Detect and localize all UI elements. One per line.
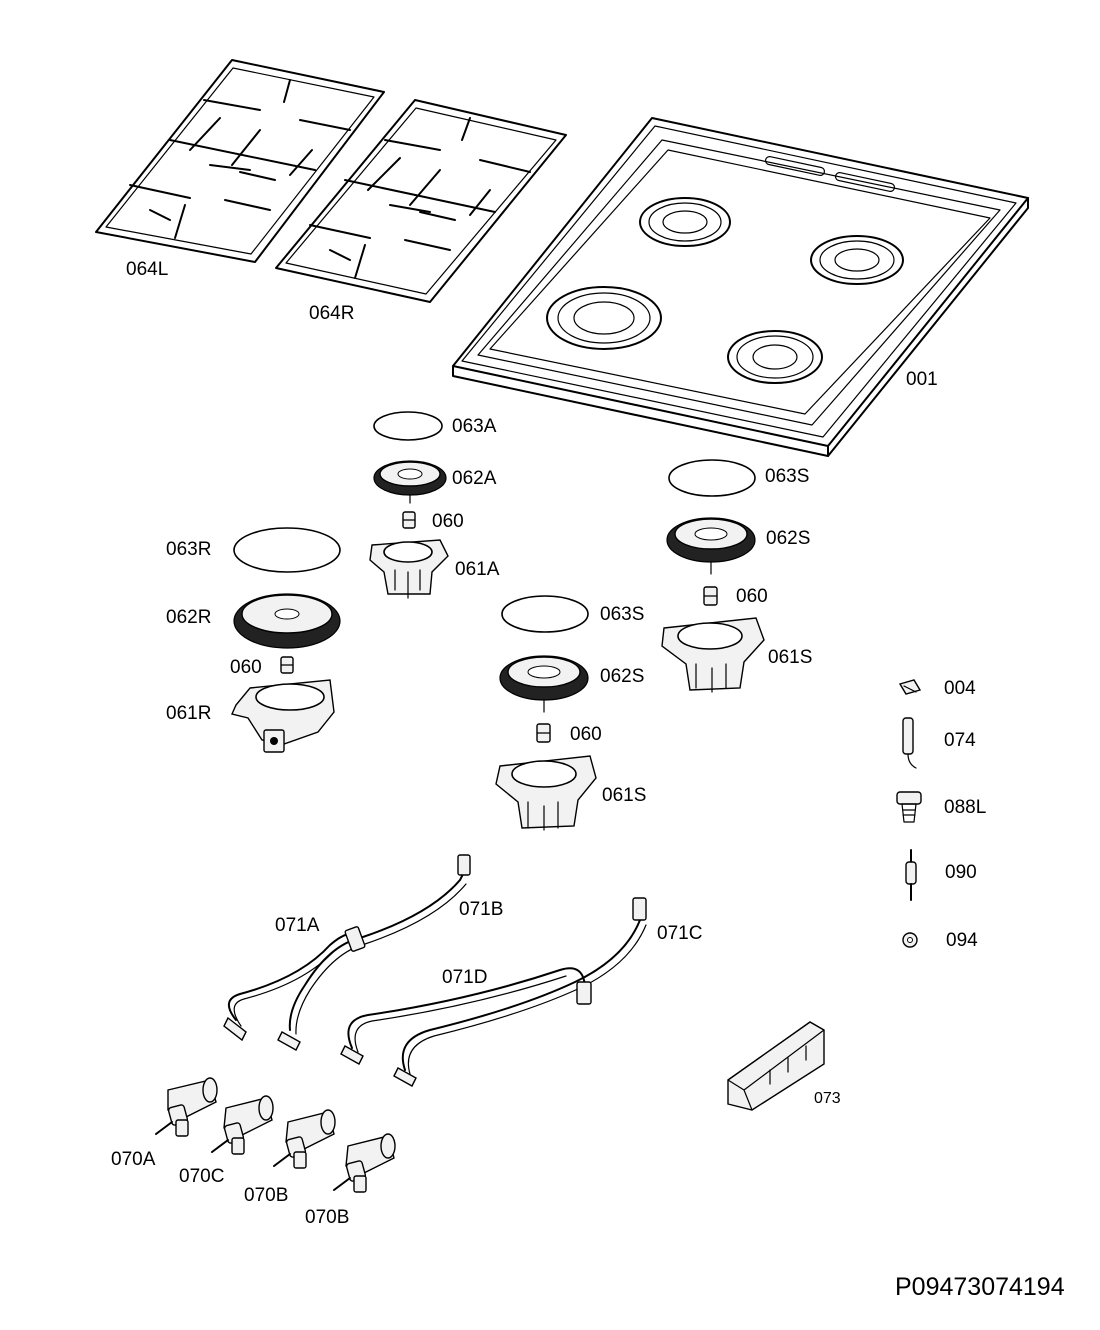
ignition-electrode-090 <box>905 849 917 901</box>
label-004: 004 <box>944 678 976 699</box>
label-073: 073 <box>814 1090 841 1107</box>
label-071B: 071B <box>459 899 504 920</box>
label-063R: 063R <box>166 539 212 560</box>
burner-base-061S-mid <box>495 755 597 831</box>
label-062S-top: 062S <box>766 528 811 549</box>
label-061R: 061R <box>166 703 212 724</box>
gas-tap-070A <box>155 1077 218 1137</box>
label-063S-mid: 063S <box>600 604 645 625</box>
drawing-code: P09473074194 <box>895 1273 1065 1301</box>
hob-top-001 <box>452 117 1029 457</box>
label-061A: 061A <box>455 559 500 580</box>
gas-pipe-071B <box>277 854 471 1051</box>
label-064R: 064R <box>309 303 355 324</box>
label-001: 001 <box>906 369 938 390</box>
label-074: 074 <box>944 730 976 751</box>
burner-cap-063S-top <box>668 459 756 497</box>
label-070B-2: 070B <box>305 1207 350 1228</box>
gas-tap-070C <box>211 1095 274 1155</box>
label-070C: 070C <box>179 1166 225 1187</box>
label-060-d: 060 <box>230 657 262 678</box>
injector-060-d <box>280 656 294 674</box>
label-061S-mid: 061S <box>602 785 647 806</box>
washer-094 <box>902 932 918 948</box>
gas-tap-070B-2 <box>333 1133 396 1193</box>
label-090: 090 <box>945 862 977 883</box>
burner-base-061S-right <box>661 617 765 693</box>
label-062S-mid: 062S <box>600 666 645 687</box>
label-063S-top: 063S <box>765 466 810 487</box>
thermocouple-074 <box>902 717 917 769</box>
injector-060-b <box>536 723 551 743</box>
label-063A: 063A <box>452 416 497 437</box>
ignition-generator-073 <box>727 1021 825 1111</box>
label-060-a: 060 <box>432 511 464 532</box>
label-070B-1: 070B <box>244 1185 289 1206</box>
gas-pipe-071D <box>340 967 592 1065</box>
gas-tap-070B-1 <box>273 1109 336 1169</box>
pan-support-064R <box>275 99 567 303</box>
injector-060-a <box>402 511 416 529</box>
label-060-b: 060 <box>570 724 602 745</box>
injector-060-c <box>703 586 718 606</box>
label-064L: 064L <box>126 259 169 280</box>
burner-crown-062S-top <box>666 517 756 575</box>
label-094: 094 <box>946 930 978 951</box>
label-060-c: 060 <box>736 586 768 607</box>
burner-crown-062R <box>233 593 341 649</box>
burner-cap-063R <box>233 527 341 573</box>
label-071D: 071D <box>442 967 488 988</box>
label-088L: 088L <box>944 797 987 818</box>
clip-004 <box>898 679 922 695</box>
gas-pipe-071A <box>223 933 356 1042</box>
screw-088L <box>896 791 922 823</box>
burner-cap-063S-mid <box>501 595 589 633</box>
burner-crown-062A <box>373 460 447 504</box>
label-062A: 062A <box>452 468 497 489</box>
burner-cap-063A <box>373 411 443 441</box>
label-070A: 070A <box>111 1149 156 1170</box>
burner-crown-062S-mid <box>499 655 589 713</box>
pan-support-064L <box>95 59 385 263</box>
gas-pipe-071C <box>393 897 647 1087</box>
label-061S-right: 061S <box>768 647 813 668</box>
burner-base-061R <box>231 679 335 753</box>
label-071A: 071A <box>275 915 320 936</box>
label-062R: 062R <box>166 607 212 628</box>
label-071C: 071C <box>657 923 703 944</box>
burner-base-061A <box>369 539 449 599</box>
